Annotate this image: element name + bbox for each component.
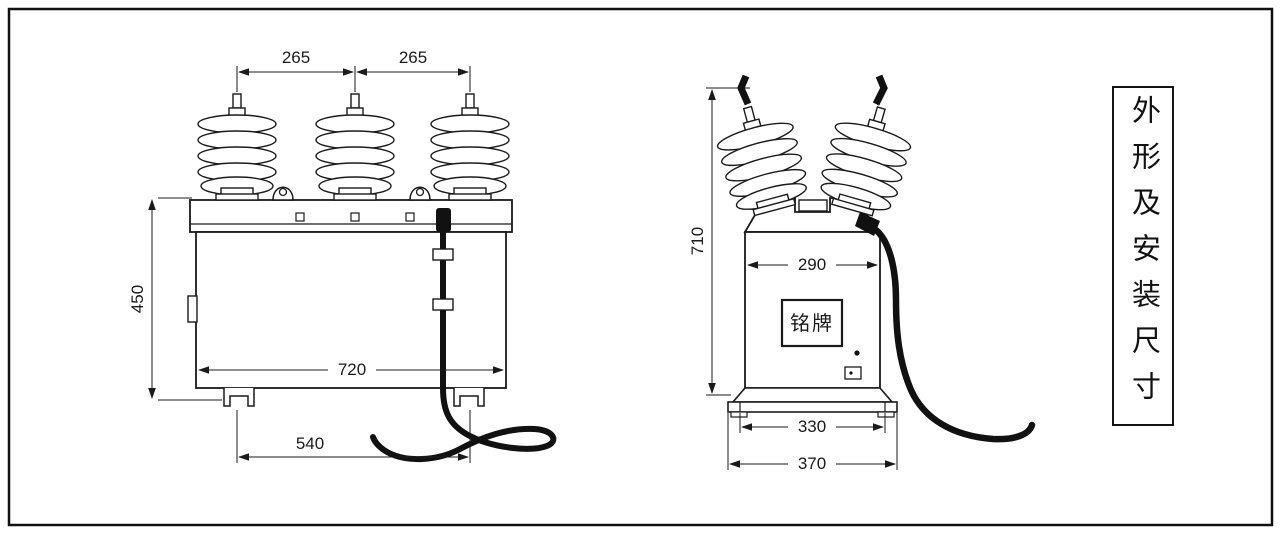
side-cable-connector <box>855 212 880 236</box>
front-dim-height <box>148 197 222 401</box>
side-view: 铭牌 710 290 330 <box>688 74 1036 473</box>
front-dim-feet <box>236 410 471 463</box>
front-view: 265 265 450 720 540 <box>128 48 557 463</box>
nameplate-label: 铭牌 <box>790 312 834 335</box>
side-fitting-dot <box>849 371 853 375</box>
side-dim-width-label: 290 <box>798 255 826 274</box>
side-dim-base-inner-bg <box>788 417 836 436</box>
side-dim-height-label: 710 <box>688 227 707 255</box>
front-dim-height-label: 450 <box>128 285 147 313</box>
side-base-foot-right <box>877 411 895 418</box>
side-cable <box>872 226 1036 443</box>
side-dim-height <box>706 87 750 396</box>
side-dim-base-outer-bg <box>788 454 836 473</box>
front-dim-feet-label: 540 <box>296 434 324 453</box>
front-dim-width-label: 720 <box>338 360 366 379</box>
side-dim-base-inner-label: 330 <box>798 417 826 436</box>
front-dim-spacing-right-label: 265 <box>399 48 427 67</box>
lifting-lug-left <box>272 186 294 201</box>
front-insulator-right <box>430 93 510 201</box>
nameplate-box <box>780 298 844 348</box>
side-fitting-box <box>844 366 862 380</box>
front-insulator-left <box>197 93 277 201</box>
side-terminal-left <box>737 74 752 106</box>
front-cable-clamp-lower <box>432 298 454 311</box>
lifting-lug-right <box>409 186 431 201</box>
side-dim-width-bg <box>788 255 836 274</box>
drawing-border <box>7 7 1274 527</box>
front-dim-width-bg <box>328 360 376 379</box>
front-cable-connector <box>436 208 451 232</box>
side-insulator-left <box>709 96 814 221</box>
title-panel: 外形及安装尺寸 <box>1112 86 1174 426</box>
side-base-skirt <box>731 387 894 403</box>
front-dim-spacing <box>236 66 471 92</box>
front-dim-spacing-left-label: 265 <box>282 48 310 67</box>
side-roof-handle <box>798 199 828 212</box>
side-base-plate <box>727 401 898 413</box>
front-foot-left <box>223 388 255 407</box>
side-terminal-right <box>872 74 888 106</box>
title-text: 外形及安装尺寸 <box>1127 95 1160 417</box>
front-tank-lid <box>189 199 513 233</box>
front-insulator-middle <box>315 93 395 201</box>
front-foot-right <box>453 388 485 407</box>
front-cable <box>370 227 557 463</box>
side-dim-base-outer-label: 370 <box>798 454 826 473</box>
side-base-foot-left <box>730 411 748 418</box>
side-indicator-dot <box>854 350 860 356</box>
front-cable-clamp-upper <box>432 248 454 261</box>
